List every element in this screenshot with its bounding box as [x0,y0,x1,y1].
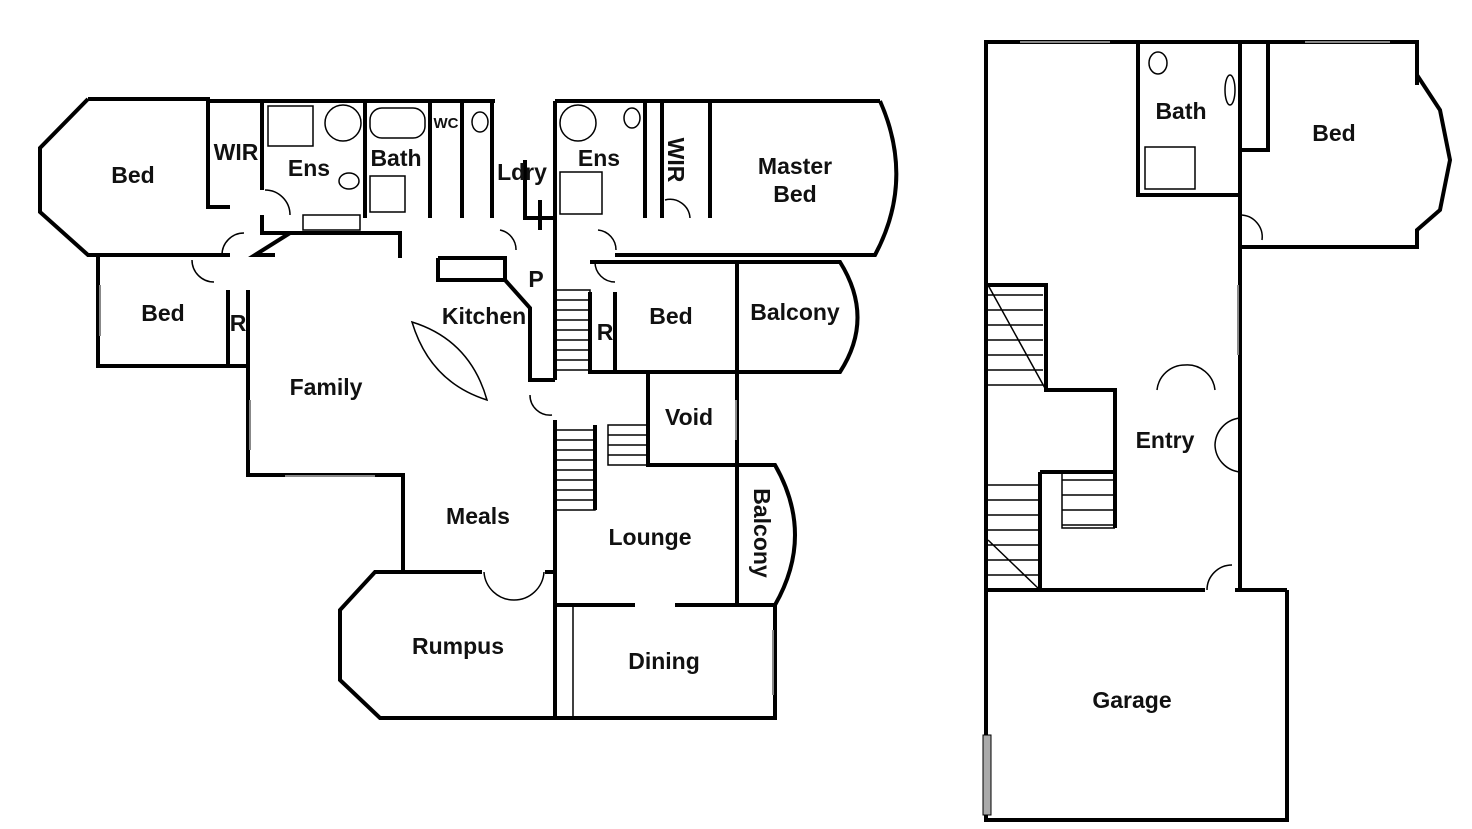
upper-floor-walls [38,97,899,720]
toilet-icon [1148,51,1168,75]
label-balcony: Balcony [749,488,775,578]
stairs-icon [987,284,1115,591]
label-bed: Bed [141,300,184,326]
label-bed: Bed [111,162,154,188]
label-family: Family [290,374,363,400]
label-wc: WC [434,115,459,132]
label-lounge: Lounge [608,524,691,550]
label-bath: Bath [370,145,421,171]
label-ensuite: Ens [578,145,620,171]
shower-icon [559,171,603,215]
label-dining: Dining [628,648,700,674]
label-rumpus: Rumpus [412,633,504,659]
shower-icon [267,105,314,147]
label-garage: Garage [1092,687,1171,713]
stairs-icon [555,289,649,511]
room-labels: Bed WIR Ens Bath WC Ldry Ens WIR Master … [111,98,1355,713]
label-entry: Entry [1136,427,1195,453]
shower-icon [1144,146,1196,190]
label-robe: R [230,310,247,336]
label-bed: Bed [649,303,692,329]
label-bed: Bed [1312,120,1355,146]
vanity-icon [302,214,361,231]
label-void: Void [665,404,713,430]
toilet-icon [338,172,360,190]
shower-icon [369,175,406,213]
label-bath: Bath [1155,98,1206,124]
bathtub-icon [369,107,426,139]
label-master-bed: Master [758,153,832,179]
toilet-icon [623,107,641,129]
label-robe: R [597,319,614,345]
lower-floor-walls [982,40,1453,822]
spa-bath-icon [559,104,597,142]
label-ensuite: Ens [288,155,330,181]
label-kitchen: Kitchen [442,303,526,329]
spa-bath-icon [324,104,362,142]
label-wir: WIR [663,138,689,183]
label-wir: WIR [214,139,259,165]
label-balcony: Balcony [750,299,840,325]
label-pantry: P [528,266,543,292]
label-master-bed: Bed [773,181,816,207]
basin-icon [1224,74,1236,106]
kitchen-island [410,320,489,402]
toilet-icon [471,111,489,133]
label-laundry: Ldry [497,159,547,185]
label-meals: Meals [446,503,510,529]
